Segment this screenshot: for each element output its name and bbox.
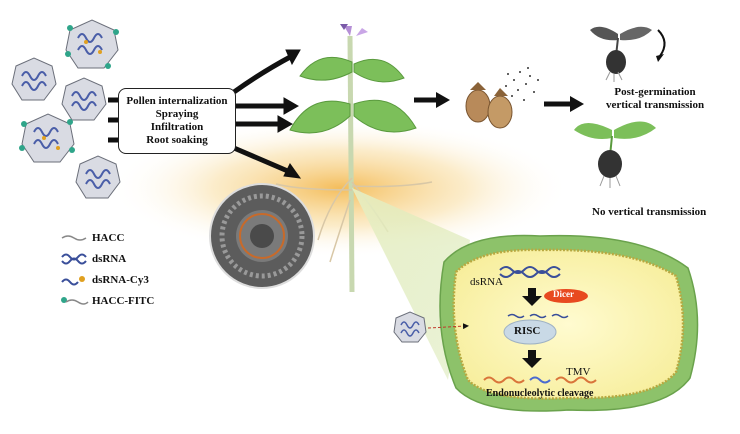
zoom-beam — [352, 188, 470, 380]
legend-label-hacc-fitc: HACC-FITC — [92, 295, 155, 307]
legend-icons — [61, 235, 89, 305]
method-spraying: Spraying — [155, 108, 199, 120]
legend-item-hacc-fitc: HACC-FITC — [84, 293, 154, 309]
post-germination-line1: Post-germination — [614, 86, 696, 98]
legend-item-hacc: HACC — [84, 230, 124, 246]
method-root-soaking: Root soaking — [146, 134, 208, 146]
tmv-label: TMV — [566, 366, 591, 378]
entry-arrow — [427, 323, 469, 330]
risc-complex-icon — [503, 319, 557, 345]
nanoparticle-cluster-group — [11, 19, 121, 199]
sirna-fragments-icon — [507, 313, 569, 319]
no-vertical-transmission-label: No vertical transmission — [592, 206, 707, 218]
post-germination-label: Post-germination vertical transmission — [606, 86, 704, 112]
hacc-fitc-icon — [61, 297, 89, 305]
nanoparticle-entering-icon — [393, 311, 427, 343]
method-pollen: Pollen internalization — [126, 95, 228, 107]
application-arrows — [232, 49, 302, 179]
dicer-label: Dicer — [553, 289, 574, 299]
down-arrow-1 — [522, 288, 542, 306]
dsrna-cy3-icon — [61, 276, 85, 286]
plant-to-seeds-arrow — [414, 92, 450, 108]
cell-dsrna-label: dsRNA — [470, 276, 504, 288]
endonucleolytic-cleavage-label: Endonucleolytic cleavage — [486, 388, 594, 399]
input-arrows — [108, 97, 118, 143]
dsrna-in-cell-icon — [499, 266, 561, 278]
method-infiltration: Infiltration — [150, 121, 204, 133]
root-cross-section-image — [209, 183, 315, 289]
seed-capsules-image — [465, 67, 539, 129]
green-seedling-image — [574, 121, 656, 188]
hacc-strand-icon — [61, 235, 87, 241]
plant-cell — [439, 234, 699, 412]
dsrna-helix-icon — [61, 253, 87, 265]
seeds-to-seedlings-arrow — [544, 96, 584, 112]
legend-label-dsrna-cy3: dsRNA-Cy3 — [92, 274, 149, 286]
tmv-rna-cleaved-icon — [483, 376, 597, 384]
legend-label-dsrna: dsRNA — [92, 253, 127, 265]
post-germination-line2: vertical transmission — [606, 99, 705, 111]
legend-item-dsrna: dsRNA — [84, 251, 126, 267]
grey-seedling-image — [590, 26, 666, 82]
down-arrow-2 — [522, 350, 542, 368]
legend-item-dsrna-cy3: dsRNA-Cy3 — [84, 272, 149, 288]
risc-label: RISC — [514, 325, 541, 337]
application-methods-box: Pollen internalization Spraying Infiltra… — [118, 88, 236, 154]
legend-label-hacc: HACC — [92, 232, 125, 244]
dicer-enzyme-icon — [544, 289, 588, 303]
